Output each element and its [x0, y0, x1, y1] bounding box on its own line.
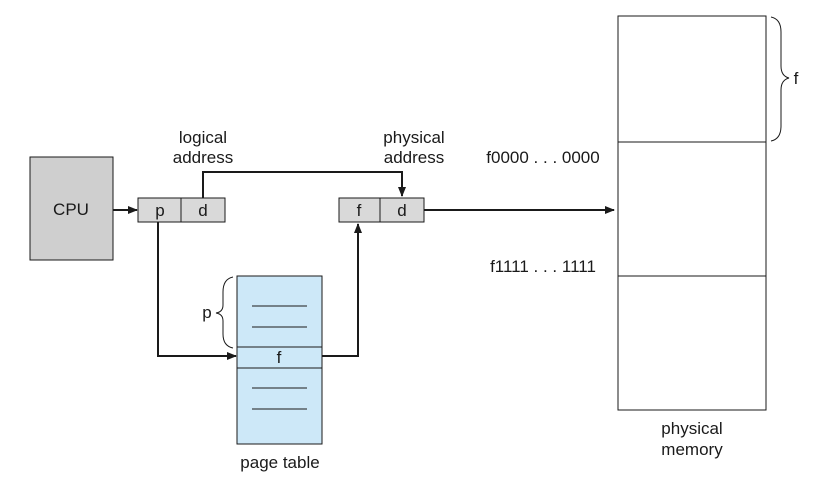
frame-size-label: f: [794, 69, 799, 88]
logical-page-cell: [137, 197, 182, 223]
physical-offset-field: d: [397, 201, 406, 220]
logical-address-register: p d: [137, 197, 226, 223]
page-index-label: p: [202, 303, 211, 322]
logical-address-label-line2: address: [173, 148, 233, 167]
page-index-connector-arrow: [157, 222, 237, 360]
physical-offset-cell: [379, 197, 425, 223]
offset-connector-arrow: [202, 171, 406, 198]
page-table: f: [236, 275, 323, 445]
page-table-entry-label: f: [277, 348, 282, 367]
cpu-box: CPU: [29, 156, 114, 261]
page-table-entry: [236, 346, 323, 369]
physical-memory-label-line2: memory: [661, 440, 723, 459]
frame-end-address: f1111 . . . 1111: [490, 257, 596, 276]
page-table-label: page table: [240, 453, 319, 472]
physical-frame-field: f: [357, 201, 362, 220]
logical-address-label-line1: logical: [179, 128, 227, 147]
page-index-brace: [215, 276, 234, 349]
physical-address-register: f d: [338, 197, 425, 223]
physical-memory-label-line1: physical: [661, 419, 722, 438]
physical-memory: [617, 15, 767, 411]
cpu-label: CPU: [53, 200, 89, 219]
physical-address-label-line1: physical: [383, 128, 444, 147]
frame-start-address: f0000 . . . 0000: [486, 148, 599, 167]
frame-connector-arrow: [322, 223, 362, 357]
logical-offset-field: d: [198, 201, 207, 220]
physical-address-label-line2: address: [384, 148, 444, 167]
logical-page-field: p: [155, 201, 164, 220]
frame-size-brace: [770, 16, 790, 142]
